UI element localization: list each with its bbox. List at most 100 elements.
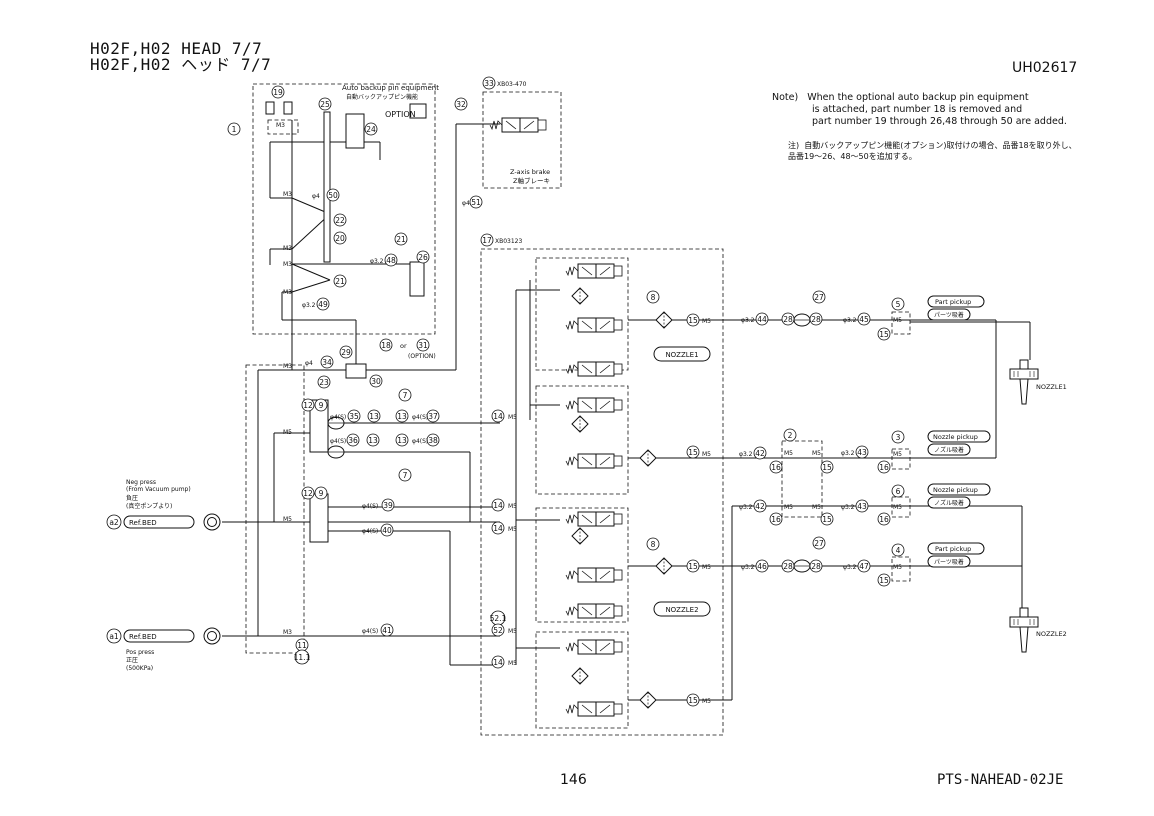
svg-text:41: 41 <box>382 626 392 635</box>
svg-text:17: 17 <box>482 236 492 245</box>
svg-text:34: 34 <box>322 358 332 367</box>
svg-text:38: 38 <box>428 436 438 445</box>
svg-text:42: 42 <box>755 502 765 511</box>
svg-text:39: 39 <box>383 501 393 510</box>
nozzle2-label: NOZZLE2 <box>665 606 698 614</box>
svg-text:14: 14 <box>493 412 503 421</box>
svg-text:40: 40 <box>382 526 392 535</box>
pos-press-value: (500KPa) <box>126 665 153 672</box>
svg-text:φ3.2: φ3.2 <box>370 258 384 265</box>
svg-text:13: 13 <box>369 412 379 421</box>
svg-text:12: 12 <box>303 401 313 410</box>
svg-text:19: 19 <box>273 88 283 97</box>
part-pickup-label-2: Part pickup <box>935 545 971 553</box>
note-jp-line2: 品番19～26、48～50を追加する。 <box>788 152 917 161</box>
svg-text:16: 16 <box>771 463 781 472</box>
svg-text:φ4(S): φ4(S) <box>330 438 346 445</box>
svg-text:26: 26 <box>418 253 428 262</box>
svg-text:M5: M5 <box>702 564 711 571</box>
svg-text:M5: M5 <box>893 564 902 571</box>
svg-text:14: 14 <box>493 501 503 510</box>
svg-text:M3: M3 <box>283 191 292 198</box>
svg-text:16: 16 <box>879 515 889 524</box>
svg-text:3: 3 <box>896 433 901 442</box>
svg-text:M5: M5 <box>812 450 821 457</box>
svg-text:32: 32 <box>456 100 466 109</box>
svg-text:M3: M3 <box>283 261 292 268</box>
document-id: UH02617 <box>1012 60 1078 76</box>
nozzle2-tip-label: NOZZLE2 <box>1036 630 1067 638</box>
note-english: Note) When the optional auto backup pin … <box>772 92 1067 128</box>
svg-text:M5: M5 <box>702 318 711 325</box>
nozzle1-tip-label: NOZZLE1 <box>1036 383 1067 391</box>
svg-text:φ4(S): φ4(S) <box>330 414 346 421</box>
svg-text:M3: M3 <box>283 245 292 252</box>
footer-code: PTS-NAHEAD-02JE <box>937 772 1064 788</box>
svg-text:28: 28 <box>783 315 793 324</box>
svg-text:M5: M5 <box>702 451 711 458</box>
svg-text:M5: M5 <box>508 660 517 667</box>
svg-text:M5: M5 <box>283 516 292 523</box>
fitting-labels: M3 M3 M3 M3 M3 M3 M3 M5 M5 M5 M5 M5 M5 M… <box>276 122 902 705</box>
svg-text:M5: M5 <box>508 526 517 533</box>
svg-text:M5: M5 <box>784 504 793 511</box>
svg-text:33: 33 <box>484 79 494 88</box>
note-label: Note) <box>772 92 799 103</box>
svg-text:9: 9 <box>319 489 324 498</box>
svg-text:23: 23 <box>319 378 329 387</box>
svg-text:φ4(S): φ4(S) <box>362 528 378 535</box>
svg-text:M5: M5 <box>784 450 793 457</box>
note-jp-line1: 自動バックアップピン機能(オプション)取付けの場合、品番18を取り外し、 <box>804 141 1077 150</box>
svg-text:φ4(S): φ4(S) <box>412 438 428 445</box>
svg-text:15: 15 <box>879 330 889 339</box>
svg-text:φ4: φ4 <box>462 200 470 207</box>
svg-text:φ4(S): φ4(S) <box>362 503 378 510</box>
svg-text:1: 1 <box>232 125 237 134</box>
svg-text:15: 15 <box>822 463 832 472</box>
page-number: 146 <box>560 772 587 788</box>
z-axis-brake-box <box>482 91 562 189</box>
svg-text:48: 48 <box>386 256 396 265</box>
svg-text:25: 25 <box>320 100 330 109</box>
svg-text:M5: M5 <box>508 503 517 510</box>
svg-text:M5: M5 <box>893 317 902 324</box>
svg-text:M5: M5 <box>508 628 517 635</box>
note-line2: is attached, part number 18 is removed a… <box>812 104 1023 115</box>
auto-backup-label: Auto backup pin equipment <box>342 84 439 92</box>
svg-text:13: 13 <box>397 436 407 445</box>
svg-text:22: 22 <box>335 216 345 225</box>
svg-text:11.1: 11.1 <box>294 653 311 662</box>
svg-text:6: 6 <box>896 487 901 496</box>
neg-press-source: (From Vacuum pump) <box>126 486 191 493</box>
pos-press-jp: 正圧 <box>126 657 138 664</box>
svg-text:M5: M5 <box>893 504 902 511</box>
z-brake-label-jp: Z軸ブレーキ <box>513 176 550 185</box>
svg-text:M3: M3 <box>283 629 292 636</box>
svg-text:47: 47 <box>859 562 869 571</box>
note-line1: When the optional auto backup pin equipm… <box>807 92 1029 103</box>
svg-text:52: 52 <box>493 626 503 635</box>
neg-press-jp: 負圧 <box>126 494 138 502</box>
z-brake-code: XB03-470 <box>497 81 527 88</box>
svg-text:45: 45 <box>859 315 869 324</box>
svg-text:13: 13 <box>368 436 378 445</box>
nozzle-manifold-box <box>781 440 823 518</box>
svg-text:49: 49 <box>318 300 328 309</box>
svg-text:14: 14 <box>493 524 503 533</box>
svg-text:M3: M3 <box>283 289 292 296</box>
svg-text:φ4: φ4 <box>305 360 313 367</box>
svg-text:14: 14 <box>493 658 503 667</box>
svg-text:28: 28 <box>811 562 821 571</box>
nozzle-pickup-jp-1: ノズル吸着 <box>934 446 964 454</box>
nozzle1-label: NOZZLE1 <box>665 351 698 359</box>
svg-text:29: 29 <box>341 348 351 357</box>
svg-text:35: 35 <box>349 412 359 421</box>
z-brake-label: Z-axis brake <box>510 168 550 176</box>
ref-bed-label-a1: Ref.BED <box>129 633 157 641</box>
svg-text:28: 28 <box>811 315 821 324</box>
svg-text:M5: M5 <box>893 451 902 458</box>
part-pickup-label-1: Part pickup <box>935 298 971 306</box>
note-japanese: 注) 自動バックアップピン機能(オプション)取付けの場合、品番18を取り外し、 … <box>788 140 1077 162</box>
nozzle-pickup-jp-2: ノズル吸着 <box>934 499 964 507</box>
svg-text:15: 15 <box>688 448 698 457</box>
